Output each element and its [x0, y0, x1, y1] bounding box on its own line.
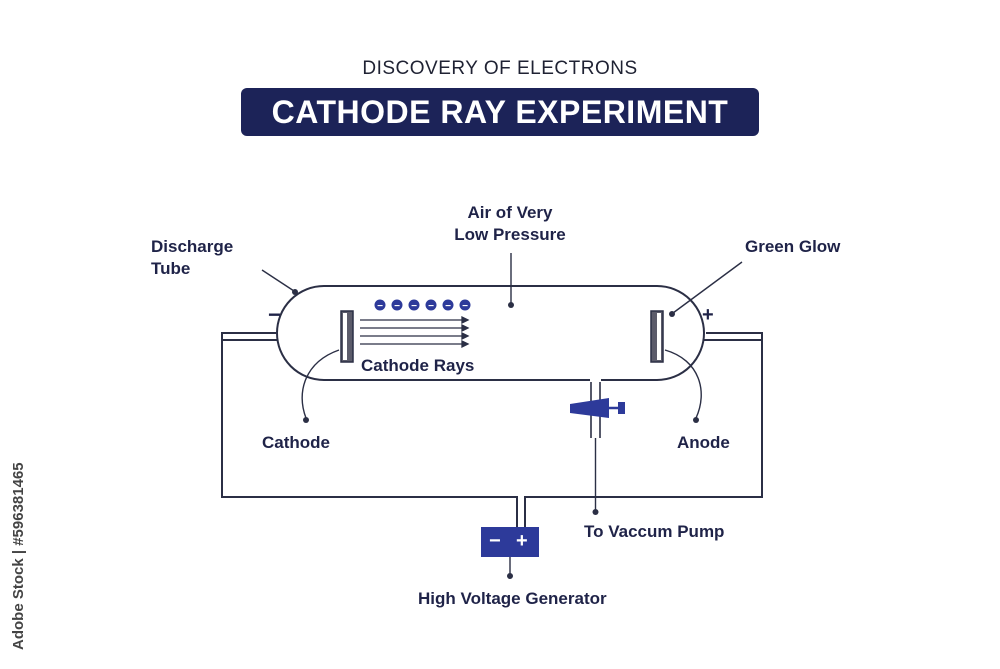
cathode-rays-arrows: [360, 315, 470, 349]
stopcock-valve: [570, 398, 609, 418]
electron-sign-5: −: [445, 301, 451, 312]
pump-leader-dot: [592, 509, 599, 515]
discharge-tube-leader-dot: [292, 289, 298, 295]
green-glow-label: Green Glow: [745, 237, 841, 256]
air-pressure-label-line1: Air of Very: [467, 203, 553, 222]
electron-sign-4: −: [428, 301, 434, 312]
anode-leader-dot: [693, 417, 699, 423]
discharge-tube-label-line1: Discharge: [151, 237, 234, 256]
green-glow-leader: [672, 261, 743, 314]
cathode-rays-label: Cathode Rays: [361, 356, 475, 375]
electron-sign-2: −: [394, 301, 400, 312]
cathode-polarity-sign: −: [268, 302, 281, 327]
cathode-plate-highlight: [343, 313, 347, 360]
anode-polarity-sign: +: [702, 304, 714, 326]
vacuum-pump-label: To Vaccum Pump: [584, 522, 725, 541]
battery-plus-sign: +: [516, 530, 528, 552]
electron-5: [442, 299, 454, 311]
cathode-label: Cathode: [262, 433, 330, 452]
discharge-tube-label-line2: Tube: [151, 259, 191, 278]
anode-leader: [664, 349, 702, 419]
stock-watermark-text: Adobe Stock | #596381465: [10, 462, 27, 650]
circuit-wire: [221, 332, 518, 527]
discharge-tube-leader: [261, 269, 295, 292]
electron-1: [374, 299, 386, 311]
electron-sign-3: −: [411, 301, 417, 312]
cathode-leader: [301, 349, 340, 419]
air-pressure-leader-dot: [508, 302, 514, 308]
electrons-row: −−−−−−: [374, 299, 471, 312]
electron-6: [459, 299, 471, 311]
anode-plate-highlight: [657, 313, 661, 360]
generator-leader-dot: [507, 573, 513, 579]
stock-watermark: Adobe Stock | #596381465: [8, 430, 30, 650]
electron-2: [391, 299, 403, 311]
battery-minus-sign: −: [489, 530, 501, 552]
air-pressure-label-line2: Low Pressure: [454, 225, 566, 244]
circuit-wire-right: [524, 332, 763, 527]
high-voltage-battery: [481, 527, 539, 557]
stopcock-handle: [618, 402, 625, 414]
diagram-title-text: CATHODE RAY EXPERIMENT: [271, 93, 729, 130]
electron-3: [408, 299, 420, 311]
diagram-title: CATHODE RAY EXPERIMENT: [241, 88, 759, 136]
diagram-subtitle: DISCOVERY OF ELECTRONS: [362, 58, 638, 79]
generator-label: High Voltage Generator: [418, 589, 607, 608]
air-pressure-label: Air of Very Low Pressure: [430, 202, 590, 246]
pump-pipe-joint: [590, 378, 601, 382]
green-glow-leader-dot: [669, 311, 675, 317]
electron-4: [425, 299, 437, 311]
electron-sign-1: −: [377, 301, 383, 312]
discharge-tube: [276, 285, 705, 381]
discharge-tube-label: Discharge Tube: [151, 236, 233, 280]
electron-sign-6: −: [462, 301, 468, 312]
cathode-leader-dot: [303, 417, 309, 423]
anode-label: Anode: [677, 433, 730, 452]
